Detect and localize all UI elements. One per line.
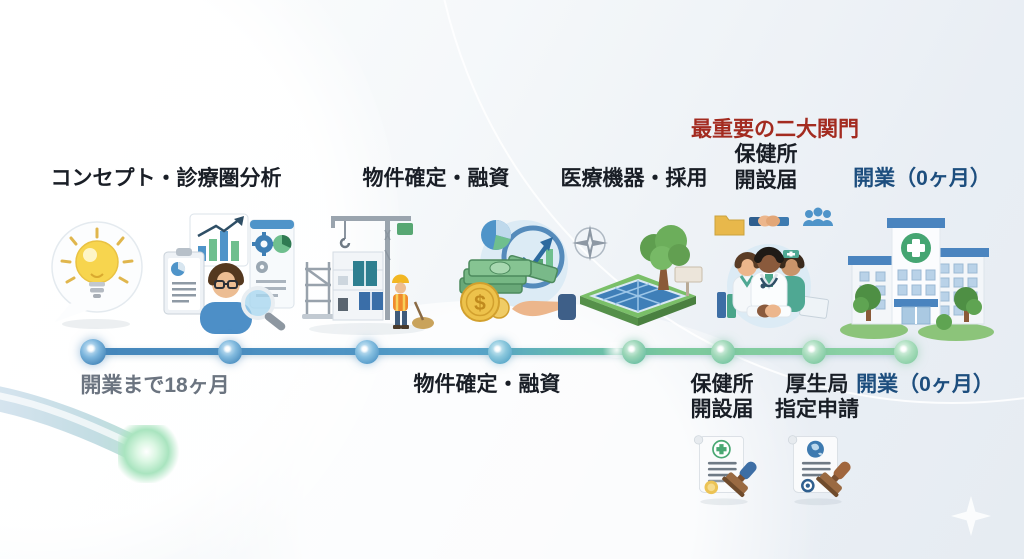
label-concept-analysis: コンセプト・診療圏分析 — [50, 167, 282, 190]
scaffold — [305, 262, 331, 318]
label-health-office-notification-top: 保健所 開設届 — [735, 142, 798, 194]
label-line: 開設届 — [690, 398, 754, 421]
health-office-document-stamp-icon — [693, 435, 757, 506]
label-health-office-notification-bottom: 保健所 開設届 — [691, 372, 754, 422]
label-equipment-recruiting: 医療機器・採用 — [560, 167, 708, 190]
site-plan-compass-tree-icon — [572, 225, 703, 326]
people-group-glyph — [803, 207, 833, 226]
analysis-person-charts-magnifier-icon — [163, 213, 295, 334]
label-line: 指定申請 — [775, 398, 859, 421]
timeline-milestone-dot-4 — [488, 340, 512, 364]
bureau-document-stamp-icon — [787, 435, 851, 506]
label-line: 保健所 — [690, 373, 754, 396]
label-line: 保健所 — [734, 143, 798, 166]
label-line: 開設届 — [734, 169, 798, 192]
timeline-milestone-dot-5 — [622, 340, 646, 364]
label-months-to-opening: 開業まで18ヶ月 — [80, 374, 230, 397]
timeline-milestone-dot-1 — [80, 339, 106, 365]
callout-two-critical-gates: 最重要の二大関門 — [691, 118, 859, 141]
timeline-milestone-dot-3 — [355, 340, 379, 364]
label-line: 厚生局 — [785, 373, 849, 396]
label-bureau-designation-application: 厚生局 指定申請 — [775, 372, 859, 422]
bulb-rays — [60, 227, 134, 284]
svg-text:$: $ — [474, 292, 486, 315]
rubber-stamp — [722, 461, 757, 498]
label-opening-bottom: 開業（0ヶ月） — [856, 373, 994, 396]
idea-lightbulb-speech-bubble-icon — [51, 221, 143, 329]
timeline-milestone-dot-6 — [711, 340, 735, 364]
green-glow-dot — [118, 425, 180, 483]
background-blob — [120, 300, 880, 559]
timeline-milestone-dot-7 — [802, 340, 826, 364]
timeline-milestone-dot-2 — [218, 340, 242, 364]
sparkle-icon — [951, 496, 991, 536]
funding-money-growth-icon: $ — [459, 219, 576, 322]
hospital-building-icon — [840, 218, 994, 341]
construction-crane-building-icon — [302, 216, 434, 335]
label-property-financing-bottom: 物件確定・融資 — [413, 373, 561, 396]
timeline-milestone-dot-8 — [894, 340, 918, 364]
blueprint-grid — [602, 280, 662, 312]
tower-windows — [897, 269, 936, 296]
label-property-financing-top: 物件確定・融資 — [362, 167, 510, 190]
rubber-stamp — [816, 461, 851, 498]
label-opening-top: 開業（0ヶ月） — [853, 167, 991, 190]
medical-staff-recruitment-handshake-icon — [714, 207, 833, 328]
